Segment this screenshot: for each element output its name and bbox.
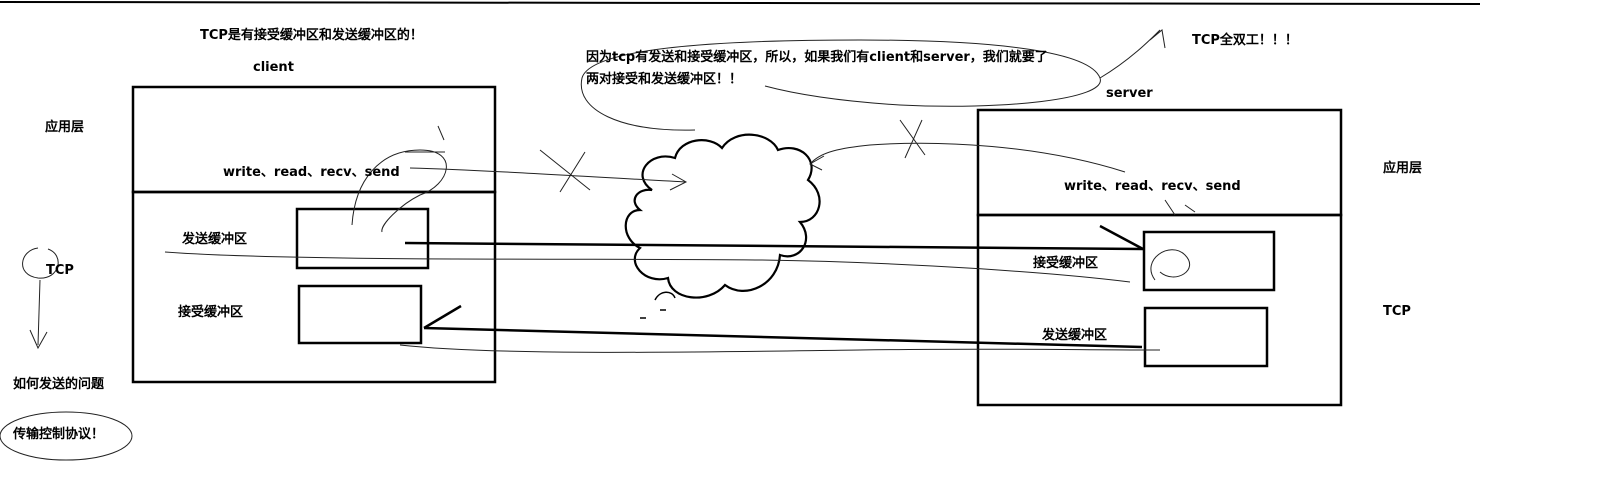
flow-arrowhead-cloud (669, 173, 688, 191)
server-title: server (1106, 86, 1153, 101)
client-recv-buffer-label: 接受缓冲区 (178, 305, 244, 320)
note-bubble-tail (1099, 29, 1166, 79)
flow-cross-left (539, 149, 591, 193)
server-send-buffer-box (1143, 306, 1269, 368)
flow-line-client-to-cloud (409, 167, 686, 183)
top-border-stroke (0, 1, 1481, 5)
server-app-box (976, 108, 1343, 217)
flow-arrowhead-server (808, 155, 825, 171)
send-arrow-line (404, 241, 1144, 251)
top-note: TCP是有接受缓冲区和发送缓冲区的！ (200, 28, 423, 43)
flow-line-buffer-thin-2 (399, 344, 1161, 353)
protocol-circle (0, 411, 133, 461)
flow-line-buffer-thin-1 (164, 251, 1131, 283)
left-question-label: 如何发送的问题 (13, 377, 105, 392)
return-arrow-line (423, 326, 1143, 349)
server-tcp-label: TCP (1383, 304, 1411, 319)
tcp-sketch-arrow (29, 279, 48, 350)
server-recv-buffer-label: 接受缓冲区 (1033, 256, 1099, 271)
cloud-note-line1: 因为tcp有发送和接受缓冲区，所以，如果我们有client和server，我们就… (586, 50, 1048, 65)
server-recv-buffer-box (1142, 230, 1276, 292)
client-calls: write、read、recv、send (223, 165, 400, 180)
full-duplex-note: TCP全双工！！！ (1192, 33, 1298, 48)
server-calls: write、read、recv、send (1064, 179, 1241, 194)
client-tcp-box (131, 190, 497, 384)
server-app-layer-label: 应用层 (1383, 161, 1423, 176)
cloud-note-line2: 两对接受和发送缓冲区！！ (586, 72, 743, 87)
client-send-buffer-label: 发送缓冲区 (182, 232, 248, 247)
return-arrow-head (423, 304, 462, 330)
client-recv-buffer-box (297, 284, 423, 345)
flow-line-server-curl (1150, 199, 1196, 281)
flow-line-server-to-cloud (811, 142, 1126, 173)
cloud-tail-dots (640, 291, 676, 319)
server-tcp-box (976, 213, 1343, 407)
client-send-buffer-box (295, 207, 430, 270)
flow-cross-right (899, 119, 926, 159)
tcp-sketch-circle (22, 247, 59, 279)
client-title: client (253, 60, 294, 75)
network-cloud (624, 133, 821, 299)
left-tcp-label: TCP (46, 263, 74, 278)
left-app-layer-label: 应用层 (45, 120, 85, 135)
send-arrow-head (1099, 224, 1144, 251)
left-protocol-label: 传输控制协议！ (13, 427, 105, 442)
server-send-buffer-label: 发送缓冲区 (1042, 328, 1108, 343)
note-bubble-outline (580, 39, 1101, 131)
flow-line-client-curl (351, 125, 447, 233)
